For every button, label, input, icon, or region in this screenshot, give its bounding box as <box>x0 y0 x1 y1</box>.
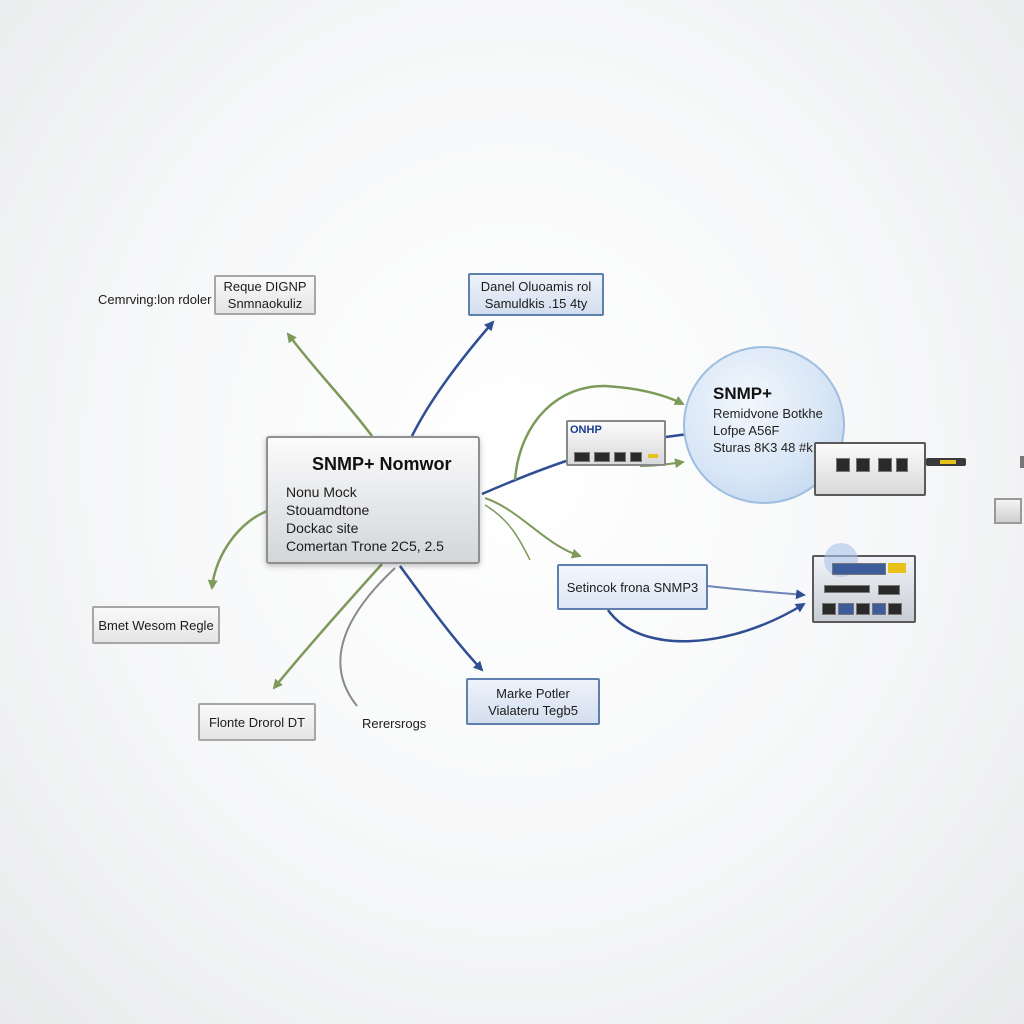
node-left-label: Bmet Wesom Regle <box>98 617 214 633</box>
device-port-icon <box>574 452 590 462</box>
device-port-icon <box>888 603 902 615</box>
node-top-left-line1: Reque DIGNP <box>223 279 307 294</box>
partial-device-icon <box>1020 456 1024 468</box>
arrow-to-bottom-left <box>272 563 383 690</box>
cable-led-icon <box>940 460 956 464</box>
center-node-title: SNMP+ Nomwor <box>312 454 452 474</box>
snmp-device-right[interactable] <box>814 442 926 496</box>
arrow-to-top-left <box>286 332 373 437</box>
device-led-icon <box>648 454 658 458</box>
circle-node[interactable]: SNMP+ Remidvone Botkhe Lofpe A56F Sturas… <box>683 346 845 504</box>
node-bottom-center[interactable]: Marke Potler Vialateru Tegb5 <box>466 678 600 725</box>
node-top-left-line2: Snmnaokuliz <box>227 296 303 311</box>
node-bottom-left-label: Flonte Drorol DT <box>208 714 306 730</box>
device-port-icon <box>896 458 908 472</box>
arrow-rightmid-to-device <box>707 585 806 600</box>
node-bottom-center-line1: Marke Potler <box>496 685 570 701</box>
partial-device-icon <box>994 498 1022 524</box>
circle-node-line: Sturas 8K3 48 #k 2.5 <box>713 440 835 455</box>
snmp-device-lower[interactable] <box>812 543 916 623</box>
device-led-icon <box>888 563 906 573</box>
circle-node-title: SNMP+ <box>713 384 773 403</box>
node-right-mid[interactable]: Setincok frona SNMP3 <box>557 564 708 610</box>
device-port-icon <box>822 603 836 615</box>
device-port-icon <box>878 585 900 595</box>
device-port-icon <box>838 603 854 615</box>
circle-node-line: Remidvone Botkhe <box>713 406 823 421</box>
device-port-icon <box>856 603 870 615</box>
arrow-device-to-circle <box>513 384 685 481</box>
node-top-right[interactable]: Danel Oluoamis rol Samuldkis .15 4ty <box>468 273 604 316</box>
arrow-loop-to-device <box>606 602 806 643</box>
device-port-icon <box>630 452 642 462</box>
arrow-to-top-right <box>410 320 495 437</box>
center-node-line: Stouamdtone <box>286 502 370 518</box>
device-port-icon <box>878 458 892 472</box>
node-right-mid-label: Setincok frona SNMP3 <box>566 579 699 595</box>
device-port-icon <box>872 603 886 615</box>
center-node-line: Nonu Mock <box>286 484 357 500</box>
line-to-right-mid-2 <box>484 504 531 561</box>
device-port-icon <box>836 458 850 472</box>
node-bottom-left[interactable]: Flonte Drorol DT <box>198 703 316 741</box>
snmp-device-small-label: ONHP <box>570 424 602 436</box>
circle-node-line: Lofpe A56F <box>713 423 780 438</box>
arrow-to-right-mid <box>484 497 582 559</box>
device-port-icon <box>856 458 870 472</box>
node-top-right-line1: Danel Oluoamis rol <box>480 278 592 294</box>
node-top-left[interactable]: Reque DIGNP Snmnaokuliz <box>214 275 316 315</box>
center-node-line: Dockac site <box>286 520 359 536</box>
bottom-caption: Rerersrogs <box>362 716 427 731</box>
arrow-to-bottom-center <box>398 565 484 672</box>
top-left-caption: Cemrving:lon rdoler <box>98 292 212 307</box>
center-node-line: Comertan Trone 2C5, 2.5 <box>286 538 444 554</box>
center-node[interactable]: SNMP+ Nomwor Nonu Mock Stouamdtone Docka… <box>266 436 480 564</box>
snmp-device-small[interactable]: ONHP <box>566 420 666 466</box>
line-to-bottom-caption <box>339 567 396 707</box>
device-screen-icon <box>832 563 886 575</box>
node-bottom-center-line2: Vialateru Tegb5 <box>488 702 578 718</box>
arrow-to-left <box>207 508 271 590</box>
device-port-icon <box>614 452 626 462</box>
device-port-icon <box>594 452 610 462</box>
device-port-icon <box>824 585 870 593</box>
node-top-right-line2: Samuldkis .15 4ty <box>484 295 588 311</box>
node-left[interactable]: Bmet Wesom Regle <box>92 606 220 644</box>
